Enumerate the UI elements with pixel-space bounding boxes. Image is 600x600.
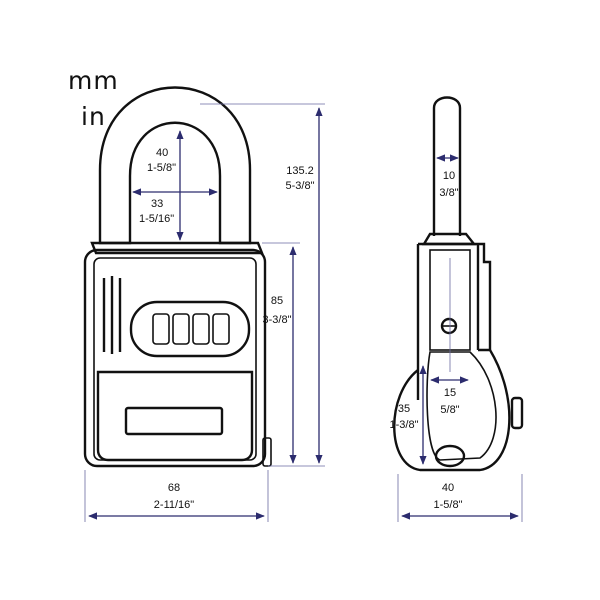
side-round-base — [393, 348, 511, 472]
side-collar — [421, 232, 477, 246]
body-width-mm: 68 — [168, 482, 180, 494]
shackle-inner-height-in: 1-5/8" — [147, 162, 176, 174]
front-side-clip — [262, 437, 272, 467]
front-dimensions: 40 1-5/8" 33 1-5/16" 135.2 5-3/8" 85 3-3… — [84, 103, 325, 522]
side-view — [393, 96, 524, 472]
side-door-profile — [426, 351, 497, 461]
side-shackle — [432, 96, 462, 236]
dial-wheel — [152, 313, 170, 345]
front-body-inner — [93, 257, 257, 461]
overall-height-mm: 135.2 — [286, 165, 314, 177]
shackle-diameter-in: 3/8" — [439, 187, 458, 199]
side-bottom-knob — [434, 444, 466, 468]
body-height-in: 3-3/8" — [263, 314, 292, 326]
key-compartment-door — [96, 370, 254, 462]
shackle-inner-width-mm: 33 — [151, 198, 163, 210]
side-depth-mm: 40 — [442, 482, 454, 494]
shackle-diameter-mm: 10 — [443, 170, 455, 182]
front-collar — [90, 241, 264, 255]
front-shackle — [98, 86, 252, 245]
door-handle-slot — [124, 406, 224, 436]
front-body — [83, 248, 267, 468]
body-width-in: 2-11/16" — [154, 499, 194, 511]
dial-wheel — [172, 313, 190, 345]
side-clip — [510, 396, 524, 430]
dial-wheel — [192, 313, 210, 345]
combination-dial-window — [129, 300, 251, 358]
body-height-mm: 85 — [271, 295, 283, 307]
side-dimensions: 10 3/8" 15 5/8" 35 1-3/8" 40 1-5/8" — [390, 154, 523, 522]
side-lower-height-in: 1-3/8" — [390, 419, 419, 431]
unit-in-label: in — [81, 102, 106, 131]
dial-wheel — [212, 313, 230, 345]
side-depth-in: 1-5/8" — [434, 499, 463, 511]
unit-mm-label: mm — [68, 66, 119, 95]
side-inner-width-mm: 15 — [444, 387, 456, 399]
front-view — [83, 86, 272, 468]
side-inner-width-in: 5/8" — [440, 404, 459, 416]
shackle-inner-height-mm: 40 — [156, 147, 168, 159]
overall-height-in: 5-3/8" — [286, 180, 315, 192]
side-body — [416, 242, 492, 400]
shackle-inner-width-in: 1-5/16" — [139, 213, 174, 225]
side-lower-height-mm: 35 — [398, 403, 410, 415]
